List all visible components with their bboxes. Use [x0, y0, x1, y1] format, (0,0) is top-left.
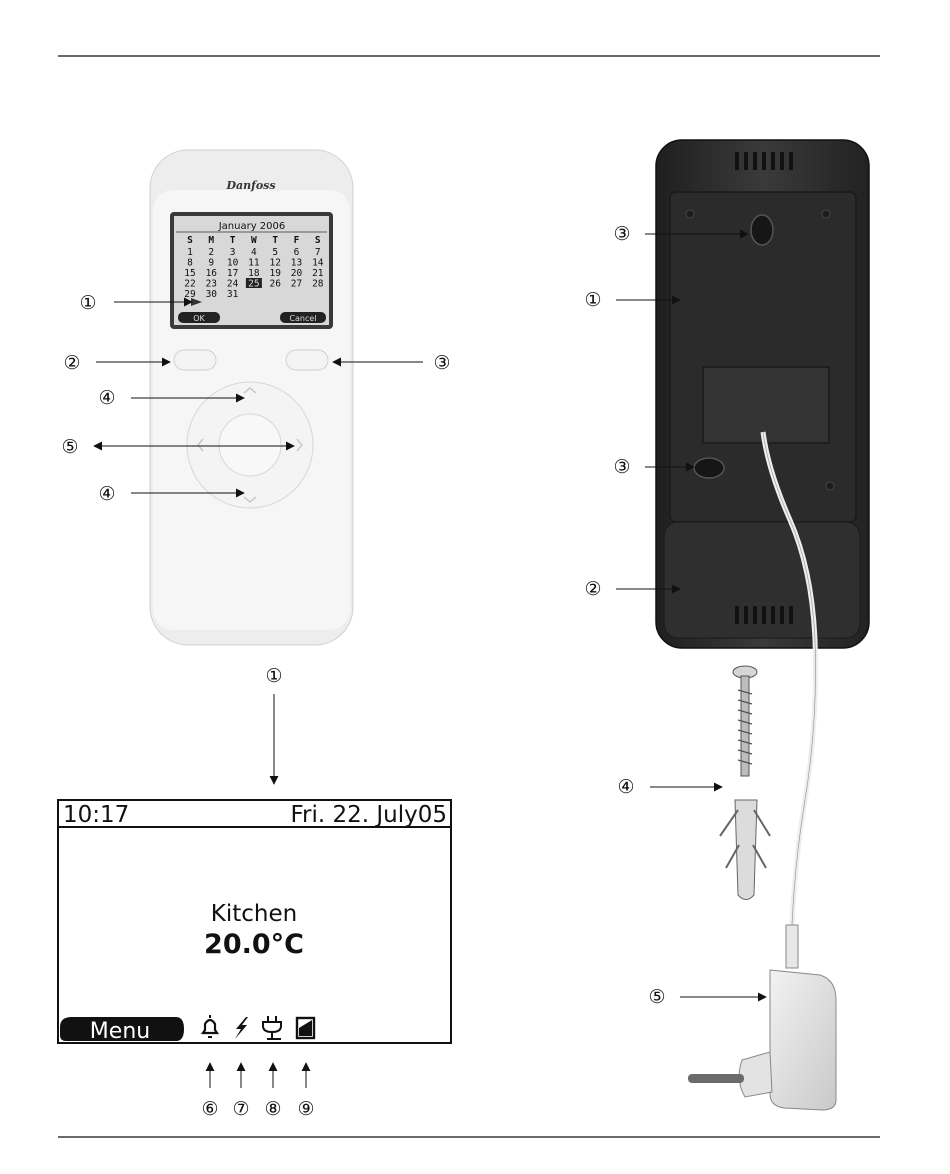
lcd-day: 3	[230, 247, 236, 258]
lcd-weekday: T	[272, 235, 278, 246]
brand-logo: Danfoss	[225, 179, 275, 192]
callout-front-left-right: ⑤	[61, 436, 78, 458]
right-softkey-button[interactable]	[286, 350, 328, 370]
lcd-ok-label: OK	[193, 314, 205, 323]
wall-screw	[733, 666, 757, 776]
plate-screw-tl	[686, 210, 694, 218]
display-detail: 10:17 Fri. 22. July05 Kitchen 20.0°C Men…	[58, 800, 451, 1120]
lcd-day: 8	[187, 258, 193, 269]
lcd-day: 12	[269, 258, 280, 269]
display-temperature: 20.0°C	[204, 929, 304, 960]
display-date: Fri. 22. July05	[290, 802, 447, 828]
lcd-day: 17	[227, 268, 238, 279]
display-menu-label: Menu	[90, 1019, 150, 1044]
lcd-day: 22	[184, 279, 195, 290]
nav-center-button[interactable]	[219, 414, 281, 476]
lcd-day: 23	[206, 279, 217, 290]
lcd-day: 21	[312, 268, 324, 279]
mount-hole-top	[751, 215, 773, 245]
callout-back-adapter: ⑤	[648, 986, 665, 1008]
cable-recess	[703, 367, 829, 443]
callout-back-bottom-hole: ③	[613, 456, 630, 478]
display-time: 10:17	[63, 802, 129, 828]
callout-display-detail: ①	[265, 665, 282, 687]
callout-back-screw: ④	[617, 776, 634, 798]
lcd-day: 13	[291, 258, 302, 269]
lcd-day: 5	[272, 247, 278, 258]
callout-icon-6: ⑥	[201, 1098, 218, 1120]
lcd-day: 29	[184, 289, 196, 300]
lcd-weekday: W	[251, 235, 257, 246]
plate-screw-br	[826, 482, 834, 490]
callout-icon-9: ⑨	[297, 1098, 314, 1120]
lcd-day: 7	[315, 247, 321, 258]
lcd-weekday: S	[187, 235, 193, 246]
lcd-day: 26	[269, 279, 281, 290]
back-device	[656, 140, 869, 925]
callout-front-up: ④	[98, 387, 115, 409]
lcd-day: 28	[312, 279, 324, 290]
lcd-weekday: F	[294, 235, 300, 246]
lcd-day: 18	[248, 268, 260, 279]
callout-icon-7: ⑦	[232, 1098, 249, 1120]
lcd-day: 24	[227, 279, 239, 290]
lcd-month: January 2006	[218, 221, 286, 232]
lcd-weekday: M	[208, 235, 214, 246]
lcd-day: 1	[187, 247, 193, 258]
lcd-cancel-label: Cancel	[289, 314, 316, 323]
lcd-day: 2	[208, 247, 214, 258]
lcd-day: 19	[269, 268, 281, 279]
callout-back-top-hole: ③	[613, 223, 630, 245]
lcd-day: 31	[227, 289, 239, 300]
mount-hole-bottom	[694, 458, 724, 478]
lcd-day: 14	[312, 258, 324, 269]
lcd-day: 4	[251, 247, 257, 258]
callout-back-plate: ①	[584, 289, 601, 311]
lcd-day: 27	[291, 279, 302, 290]
lcd-day: 25	[248, 279, 259, 290]
lcd-day: 16	[206, 268, 218, 279]
callout-icon-8: ⑧	[264, 1098, 281, 1120]
lcd-day: 20	[291, 268, 303, 279]
lcd-weekday: T	[230, 235, 236, 246]
lcd-day: 15	[184, 268, 195, 279]
display-room-name: Kitchen	[211, 901, 297, 927]
power-adapter	[688, 925, 836, 1110]
adapter-pin	[688, 1074, 744, 1083]
callout-front-display: ①	[79, 292, 96, 314]
lcd-day: 6	[294, 247, 300, 258]
lcd-weekday: S	[315, 235, 321, 246]
wall-plug	[720, 800, 770, 900]
lcd-day: 10	[227, 258, 239, 269]
callout-front-down: ④	[98, 483, 115, 505]
callout-back-battery-cover: ②	[584, 578, 601, 600]
lcd-day: 11	[248, 258, 260, 269]
left-softkey-button[interactable]	[174, 350, 216, 370]
lcd-day: 9	[208, 258, 214, 269]
callout-front-right-key: ③	[433, 352, 450, 374]
callout-front-left-key: ②	[63, 352, 80, 374]
lcd-day: 30	[206, 289, 218, 300]
plate-screw-tr	[822, 210, 830, 218]
